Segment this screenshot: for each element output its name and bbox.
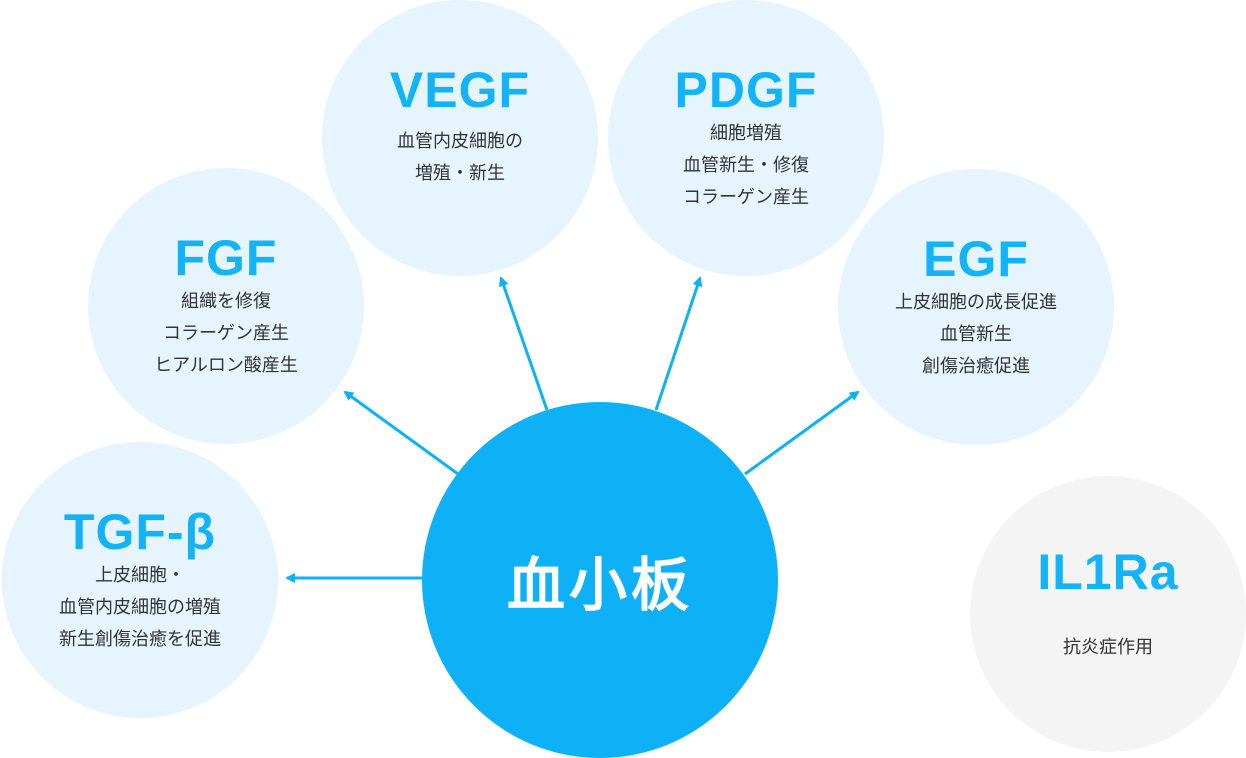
pdgf-desc-2: 血管新生・修復 — [683, 155, 809, 176]
il1ra-circle: IL1Ra 抗炎症作用 — [970, 476, 1246, 752]
fgf-desc-1: 組織を修復 — [181, 291, 271, 312]
fgf-circle: FGF 組織を修復 コラーゲン産生 ヒアルロン酸産生 — [88, 168, 364, 444]
fgf-desc-2: コラーゲン産生 — [163, 323, 289, 344]
tgf-beta-title: TGF-β — [63, 504, 217, 560]
il1ra-desc-1: 抗炎症作用 — [1063, 637, 1153, 658]
pdgf-desc-1: 細胞増殖 — [710, 123, 782, 144]
egf-desc-1: 上皮細胞の成長促進 — [895, 292, 1057, 313]
pdgf-title: PDGF — [674, 62, 818, 118]
pdgf-circle: PDGF 細胞増殖 血管新生・修復 コラーゲン産生 — [608, 0, 884, 276]
fgf-title: FGF — [174, 230, 278, 286]
platelet-circle: 血小板 — [422, 402, 778, 758]
vegf-desc-2: 増殖・新生 — [415, 163, 505, 184]
vegf-title: VEGF — [389, 62, 531, 118]
vegf-desc-1: 血管内皮細胞の — [397, 131, 523, 152]
fgf-desc-3: ヒアルロン酸産生 — [154, 355, 298, 376]
tgf-beta-desc-1: 上皮細胞・ — [95, 565, 185, 586]
tgf-beta-desc-2: 血管内皮細胞の増殖 — [59, 597, 221, 618]
egf-circle: EGF 上皮細胞の成長促進 血管新生 創傷治癒促進 — [838, 169, 1114, 445]
arrow-to-pdgf — [654, 276, 703, 411]
arrow-to-egf — [744, 390, 860, 476]
egf-desc-3: 創傷治癒促進 — [922, 356, 1030, 377]
tgf-beta-desc-3: 新生創傷治癒を促進 — [59, 629, 221, 650]
pdgf-desc-3: コラーゲン産生 — [683, 187, 809, 208]
egf-title: EGF — [923, 231, 1029, 287]
arrow-to-vegf — [498, 276, 549, 411]
arrow-to-fgf — [343, 390, 459, 476]
egf-desc-2: 血管新生 — [940, 324, 1012, 345]
il1ra-title: IL1Ra — [1037, 544, 1179, 600]
vegf-circle: VEGF 血管内皮細胞の 増殖・新生 — [322, 0, 598, 276]
tgf-beta-circle: TGF-β 上皮細胞・ 血管内皮細胞の増殖 新生創傷治癒を促進 — [2, 442, 278, 718]
platelet-label: 血小板 — [506, 551, 693, 619]
